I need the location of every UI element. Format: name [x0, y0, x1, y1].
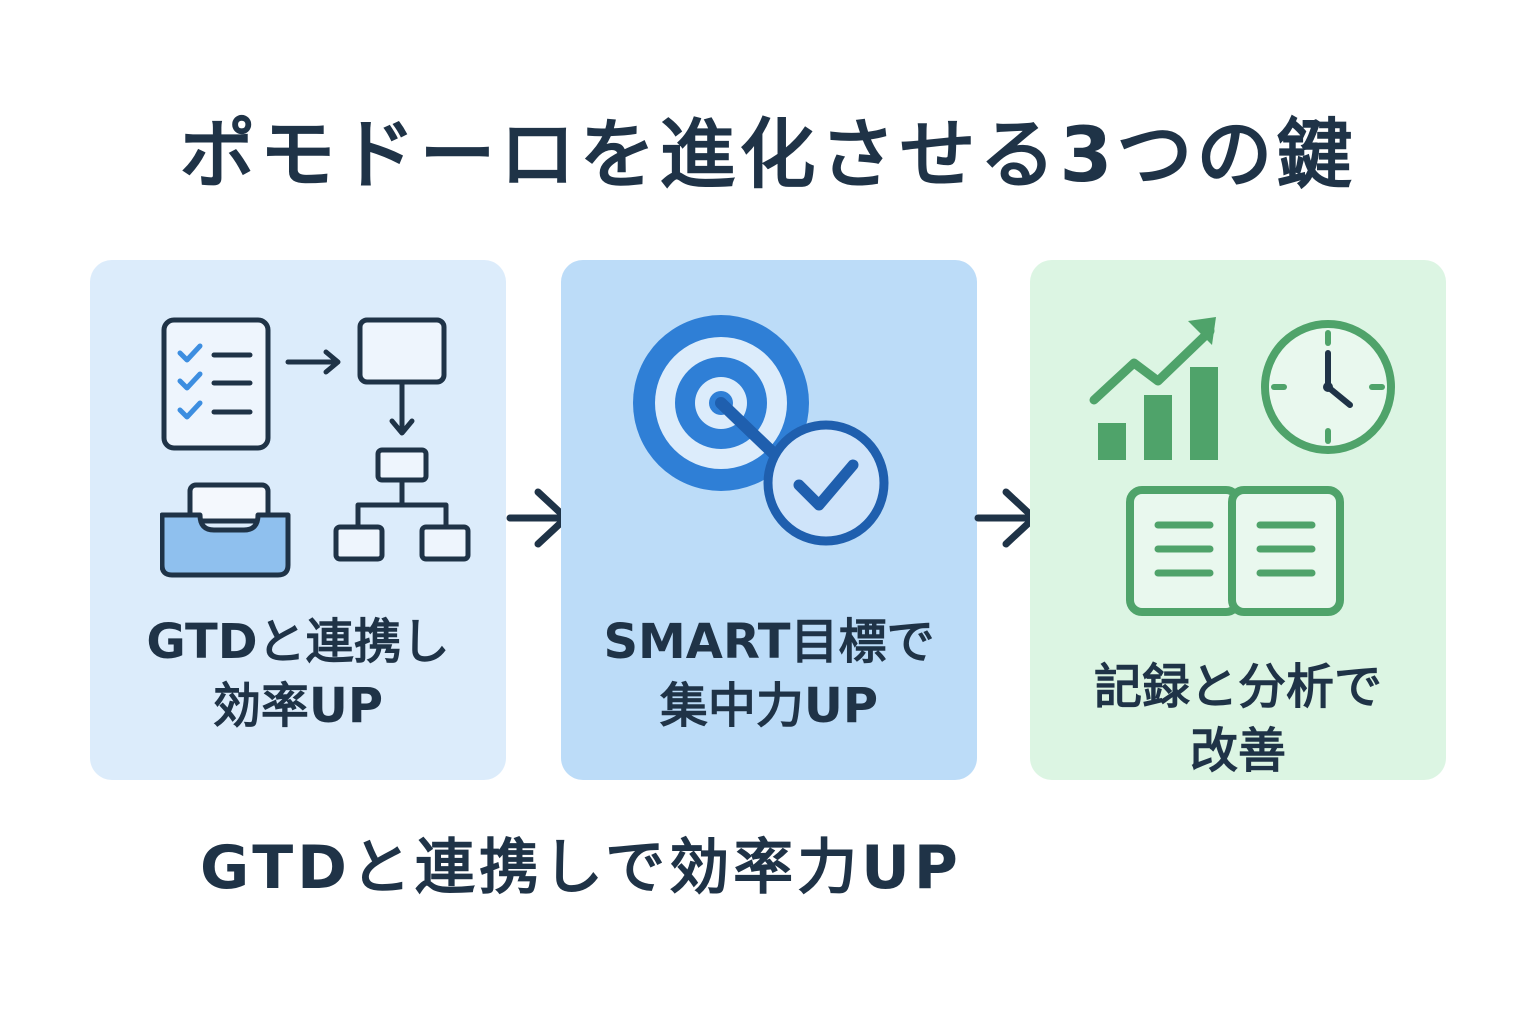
flowchart-icon [285, 317, 447, 436]
checklist-icon [161, 317, 271, 451]
card-log-line1: 記録と分析で [1093, 659, 1382, 715]
card-gtd-line1: GTDと連携し [146, 614, 450, 670]
card-gtd-label: GTDと連携し 効率UP [90, 610, 506, 738]
card-log: 記録と分析で 改善 [1030, 260, 1446, 780]
card-log-label: 記録と分析で 改善 [1030, 655, 1446, 783]
inbox-tray-icon [160, 482, 291, 578]
card-smart-line2: 集中力UP [659, 678, 879, 734]
card-smart: SMART目標で 集中力UP [561, 260, 977, 780]
check-circle-icon [763, 420, 889, 546]
card-gtd: GTDと連携し 効率UP [90, 260, 506, 780]
gtd-icon-group [160, 317, 471, 578]
card-gtd-line2: 効率UP [212, 678, 384, 734]
card-smart-line1: SMART目標で [603, 614, 935, 670]
clock-icon [1261, 320, 1395, 454]
growth-chart-icon [1089, 317, 1218, 460]
smart-icon-group [633, 315, 889, 546]
hierarchy-icon [333, 447, 471, 562]
card-smart-label: SMART目標で 集中力UP [561, 610, 977, 738]
bottom-caption: GTDと連携しで効率力UP [200, 833, 962, 903]
page-title: ポモドーロを進化させる3つの鍵 [179, 110, 1357, 199]
log-icon-group [1089, 317, 1395, 616]
open-book-icon [1126, 486, 1344, 616]
card-log-line2: 改善 [1189, 723, 1286, 779]
